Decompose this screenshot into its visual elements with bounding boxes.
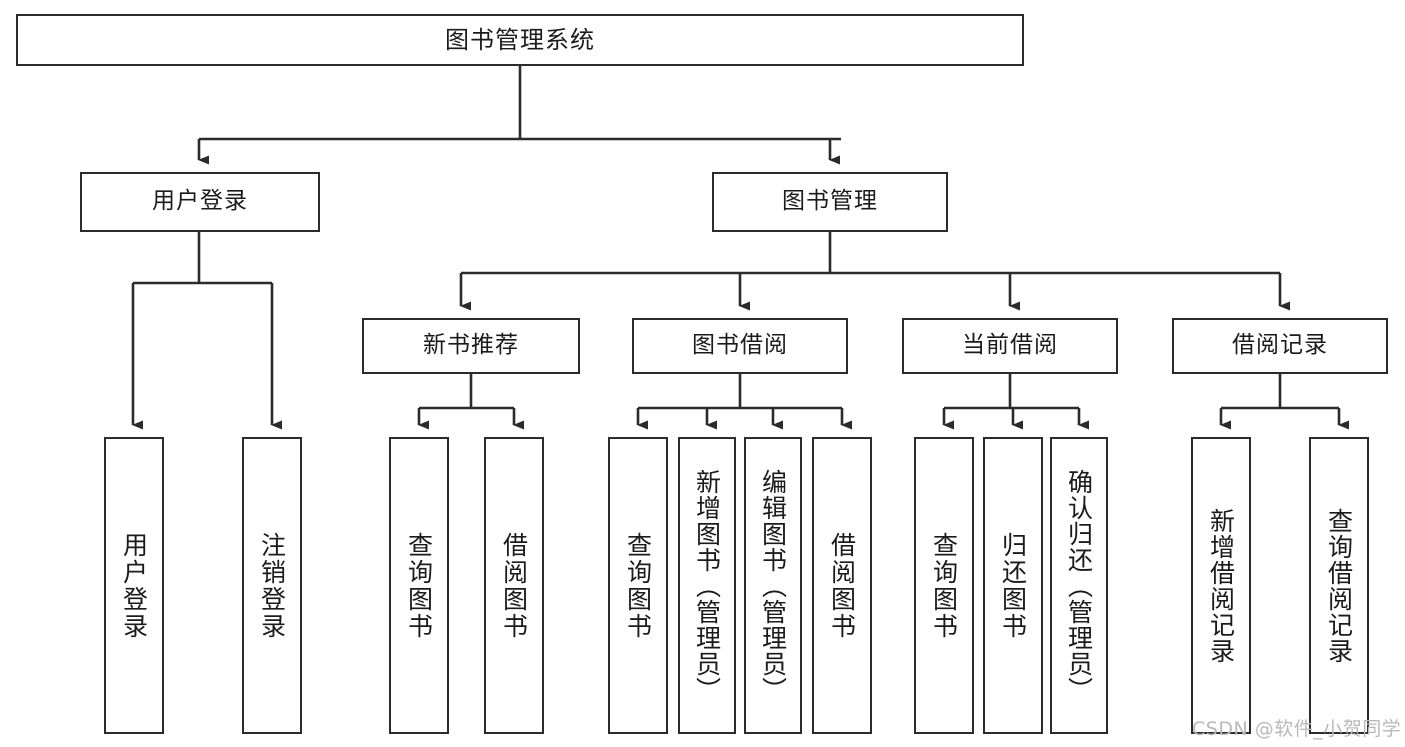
leaf-borrow-book-recommend[interactable]: 借阅图书 xyxy=(484,437,544,734)
leaf-query-book-borrow[interactable]: 查询图书 xyxy=(608,437,668,734)
node-book-management-label: 图书管理 xyxy=(782,188,878,215)
leaf-confirm-return-admin[interactable]: 确认归还（管理员） xyxy=(1050,437,1108,734)
leaf-borrow-book[interactable]: 借阅图书 xyxy=(812,437,872,734)
node-root-label: 图书管理系统 xyxy=(445,25,595,54)
leaf-query-borrow-record[interactable]: 查询借阅记录 xyxy=(1309,437,1369,734)
node-root[interactable]: 图书管理系统 xyxy=(16,14,1024,66)
node-current-borrow[interactable]: 当前借阅 xyxy=(902,318,1118,374)
leaf-add-borrow-record[interactable]: 新增借阅记录 xyxy=(1191,437,1251,734)
leaf-add-borrow-record-label: 新增借阅记录 xyxy=(1206,507,1236,664)
node-user-login-label: 用户登录 xyxy=(152,188,248,215)
leaf-query-book-current[interactable]: 查询图书 xyxy=(914,437,974,734)
leaf-edit-book-admin[interactable]: 编辑图书（管理员） xyxy=(744,437,802,734)
leaf-add-book-admin-label: 新增图书（管理员） xyxy=(692,468,722,703)
node-book-borrow[interactable]: 图书借阅 xyxy=(632,318,848,374)
leaf-borrow-book-recommend-label: 借阅图书 xyxy=(499,531,529,640)
node-book-borrow-label: 图书借阅 xyxy=(692,332,788,359)
leaf-edit-book-admin-label: 编辑图书（管理员） xyxy=(758,468,788,703)
leaf-confirm-return-admin-label: 确认归还（管理员） xyxy=(1064,468,1094,703)
node-current-borrow-label: 当前借阅 xyxy=(962,332,1058,359)
leaf-query-book-recommend[interactable]: 查询图书 xyxy=(389,437,449,734)
node-user-login[interactable]: 用户登录 xyxy=(80,172,320,232)
watermark: CSDN @软件_小贺同学 xyxy=(1192,718,1402,740)
leaf-return-book[interactable]: 归还图书 xyxy=(983,437,1043,734)
leaf-query-book-recommend-label: 查询图书 xyxy=(404,531,434,640)
leaf-borrow-book-label: 借阅图书 xyxy=(827,531,857,640)
leaf-query-book-borrow-label: 查询图书 xyxy=(623,531,653,640)
node-borrow-record-label: 借阅记录 xyxy=(1232,332,1328,359)
node-new-book-recommend-label: 新书推荐 xyxy=(423,332,519,359)
leaf-logout-login[interactable]: 注销登录 xyxy=(242,437,302,734)
leaf-logout-login-label: 注销登录 xyxy=(257,531,287,640)
leaf-user-login[interactable]: 用户登录 xyxy=(104,437,164,734)
node-borrow-record[interactable]: 借阅记录 xyxy=(1172,318,1388,374)
leaf-user-login-label: 用户登录 xyxy=(119,531,149,640)
leaf-query-book-current-label: 查询图书 xyxy=(929,531,959,640)
leaf-return-book-label: 归还图书 xyxy=(998,531,1028,640)
node-new-book-recommend[interactable]: 新书推荐 xyxy=(362,318,580,374)
leaf-add-book-admin[interactable]: 新增图书（管理员） xyxy=(678,437,736,734)
node-book-management[interactable]: 图书管理 xyxy=(712,172,948,232)
leaf-query-borrow-record-label: 查询借阅记录 xyxy=(1324,507,1354,664)
